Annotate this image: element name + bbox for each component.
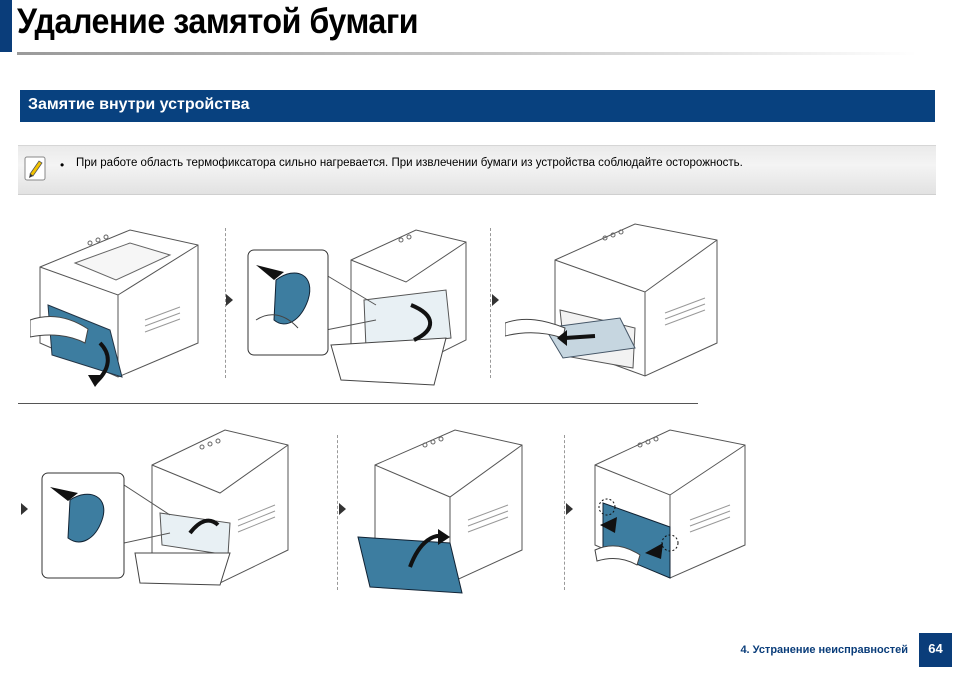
section-header: Замятие внутри устройства	[20, 90, 935, 122]
fuser-lever-detail-illustration	[247, 229, 467, 386]
step-divider	[225, 228, 226, 378]
step-arrow-2	[492, 294, 499, 306]
row-separator	[18, 403, 698, 404]
page-number: 64	[919, 633, 952, 667]
pull-paper-illustration	[505, 223, 718, 377]
step-arrow-3	[21, 503, 28, 515]
title-underline	[17, 52, 917, 55]
step-divider	[490, 228, 491, 378]
printer-open-front-door-illustration	[30, 229, 199, 387]
step-divider	[564, 435, 565, 590]
note-text: При работе область термофиксатора сильно…	[76, 157, 743, 169]
step-arrow-4	[339, 503, 346, 515]
note-box: • При работе область термофиксатора силь…	[18, 145, 936, 195]
step-divider	[337, 435, 338, 590]
footer-section-label: 4. Устранение неисправностей	[740, 644, 908, 656]
close-front-door-illustration	[594, 429, 746, 579]
page-title: Удаление замятой бумаги	[17, 2, 419, 41]
step-arrow-5	[566, 503, 573, 515]
title-accent-bar	[0, 0, 12, 52]
close-inner-cover-illustration	[357, 429, 523, 594]
fuser-lever-close-illustration	[41, 429, 289, 586]
note-pencil-icon	[24, 156, 46, 181]
step-arrow-1	[226, 294, 233, 306]
note-bullet: •	[60, 158, 65, 172]
